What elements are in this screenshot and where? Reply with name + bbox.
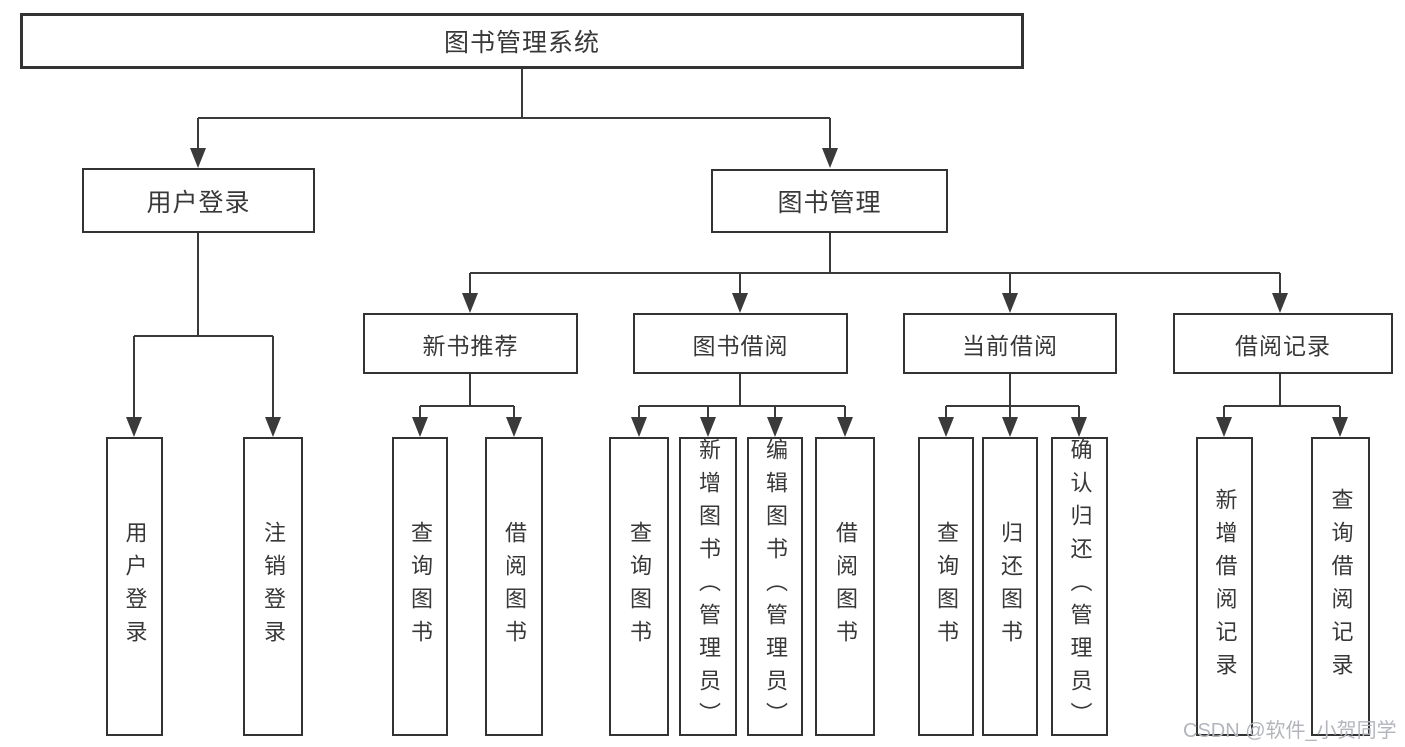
- arrowhead: [822, 148, 838, 168]
- arrowhead: [837, 417, 853, 437]
- leaf-add-book-admin-label: 新增图书（管理员）: [696, 438, 721, 735]
- leaf-add-borrow-record-label: 新增借阅记录: [1212, 487, 1238, 686]
- arrowhead: [700, 417, 716, 437]
- leaf-query-books-recommend-label: 查询图书: [408, 520, 433, 653]
- node-new-book-recommendation: 新书推荐: [363, 313, 578, 374]
- arrowhead: [190, 148, 206, 168]
- leaf-add-borrow-record: 新增借阅记录: [1196, 437, 1253, 736]
- arrowhead: [265, 417, 281, 437]
- leaf-confirm-return-admin-label: 确认归还（管理员）: [1067, 438, 1093, 735]
- node-borrowing-records-label: 借阅记录: [1235, 332, 1331, 359]
- leaf-borrow-books-recommend: 借阅图书: [485, 437, 543, 736]
- connector-lines: [133, 69, 1341, 419]
- arrowhead: [1272, 293, 1288, 313]
- node-library-system: 图书管理系统: [20, 13, 1024, 69]
- leaf-query-borrow-record-label: 查询借阅记录: [1328, 487, 1354, 686]
- node-current-borrowing: 当前借阅: [903, 313, 1117, 374]
- leaf-query-books-borrowing-label: 查询图书: [627, 520, 652, 653]
- node-current-borrowing-label: 当前借阅: [962, 332, 1058, 359]
- leaf-borrow-books-borrowing-label: 借阅图书: [833, 520, 858, 653]
- node-library-system-label: 图书管理系统: [443, 29, 600, 57]
- arrowhead: [1332, 417, 1348, 437]
- connector-book-management-split: [469, 233, 1281, 295]
- node-borrowing-records: 借阅记录: [1173, 313, 1393, 374]
- leaf-add-book-admin: 新增图书（管理员）: [679, 437, 737, 736]
- leaf-query-books-borrowing: 查询图书: [609, 437, 669, 736]
- leaf-confirm-return-admin: 确认归还（管理员）: [1051, 437, 1108, 736]
- arrowhead: [1216, 417, 1232, 437]
- arrowhead: [1002, 293, 1018, 313]
- leaf-query-borrow-record: 查询借阅记录: [1311, 437, 1370, 736]
- arrowhead: [506, 417, 522, 437]
- leaf-query-books-current: 查询图书: [918, 437, 974, 736]
- connector-root-split: [197, 69, 831, 150]
- arrowhead: [732, 293, 748, 313]
- connector-current-split: [945, 374, 1080, 419]
- connector-recommend-split: [419, 374, 515, 419]
- arrowhead: [938, 417, 954, 437]
- node-new-book-recommendation-label: 新书推荐: [422, 332, 519, 359]
- leaf-query-books-current-label: 查询图书: [934, 520, 959, 653]
- arrowhead: [767, 417, 783, 437]
- arrowhead: [412, 417, 428, 437]
- connector-borrowing-split: [638, 374, 846, 419]
- leaf-edit-book-admin-label: 编辑图书（管理员）: [763, 438, 788, 735]
- arrowhead: [1002, 417, 1018, 437]
- leaf-user-login-label: 用户登录: [122, 520, 148, 653]
- node-book-borrowing: 图书借阅: [633, 313, 848, 374]
- connector-user-login-split: [133, 233, 274, 419]
- arrowhead: [1071, 417, 1087, 437]
- leaf-borrow-books-recommend-label: 借阅图书: [502, 520, 527, 653]
- arrowhead: [631, 417, 647, 437]
- arrowheads: [126, 148, 1348, 437]
- connector-records-split: [1223, 374, 1341, 419]
- leaf-borrow-books-borrowing: 借阅图书: [815, 437, 875, 736]
- leaf-query-books-recommend: 查询图书: [392, 437, 448, 736]
- arrowhead: [462, 293, 478, 313]
- node-book-management: 图书管理: [711, 169, 948, 233]
- arrowhead: [126, 417, 142, 437]
- leaf-user-login: 用户登录: [106, 437, 163, 736]
- leaf-logout-label: 注销登录: [261, 520, 286, 653]
- leaf-return-books-label: 归还图书: [998, 520, 1023, 653]
- node-user-login: 用户登录: [82, 168, 315, 233]
- leaf-logout: 注销登录: [243, 437, 303, 736]
- node-user-login-label: 用户登录: [146, 188, 251, 217]
- node-book-management-label: 图书管理: [777, 189, 882, 217]
- watermark: CSDN @软件_小贺同学: [1183, 720, 1397, 742]
- leaf-return-books: 归还图书: [982, 437, 1038, 736]
- node-book-borrowing-label: 图书借阅: [692, 332, 789, 359]
- leaf-edit-book-admin: 编辑图书（管理员）: [747, 437, 803, 736]
